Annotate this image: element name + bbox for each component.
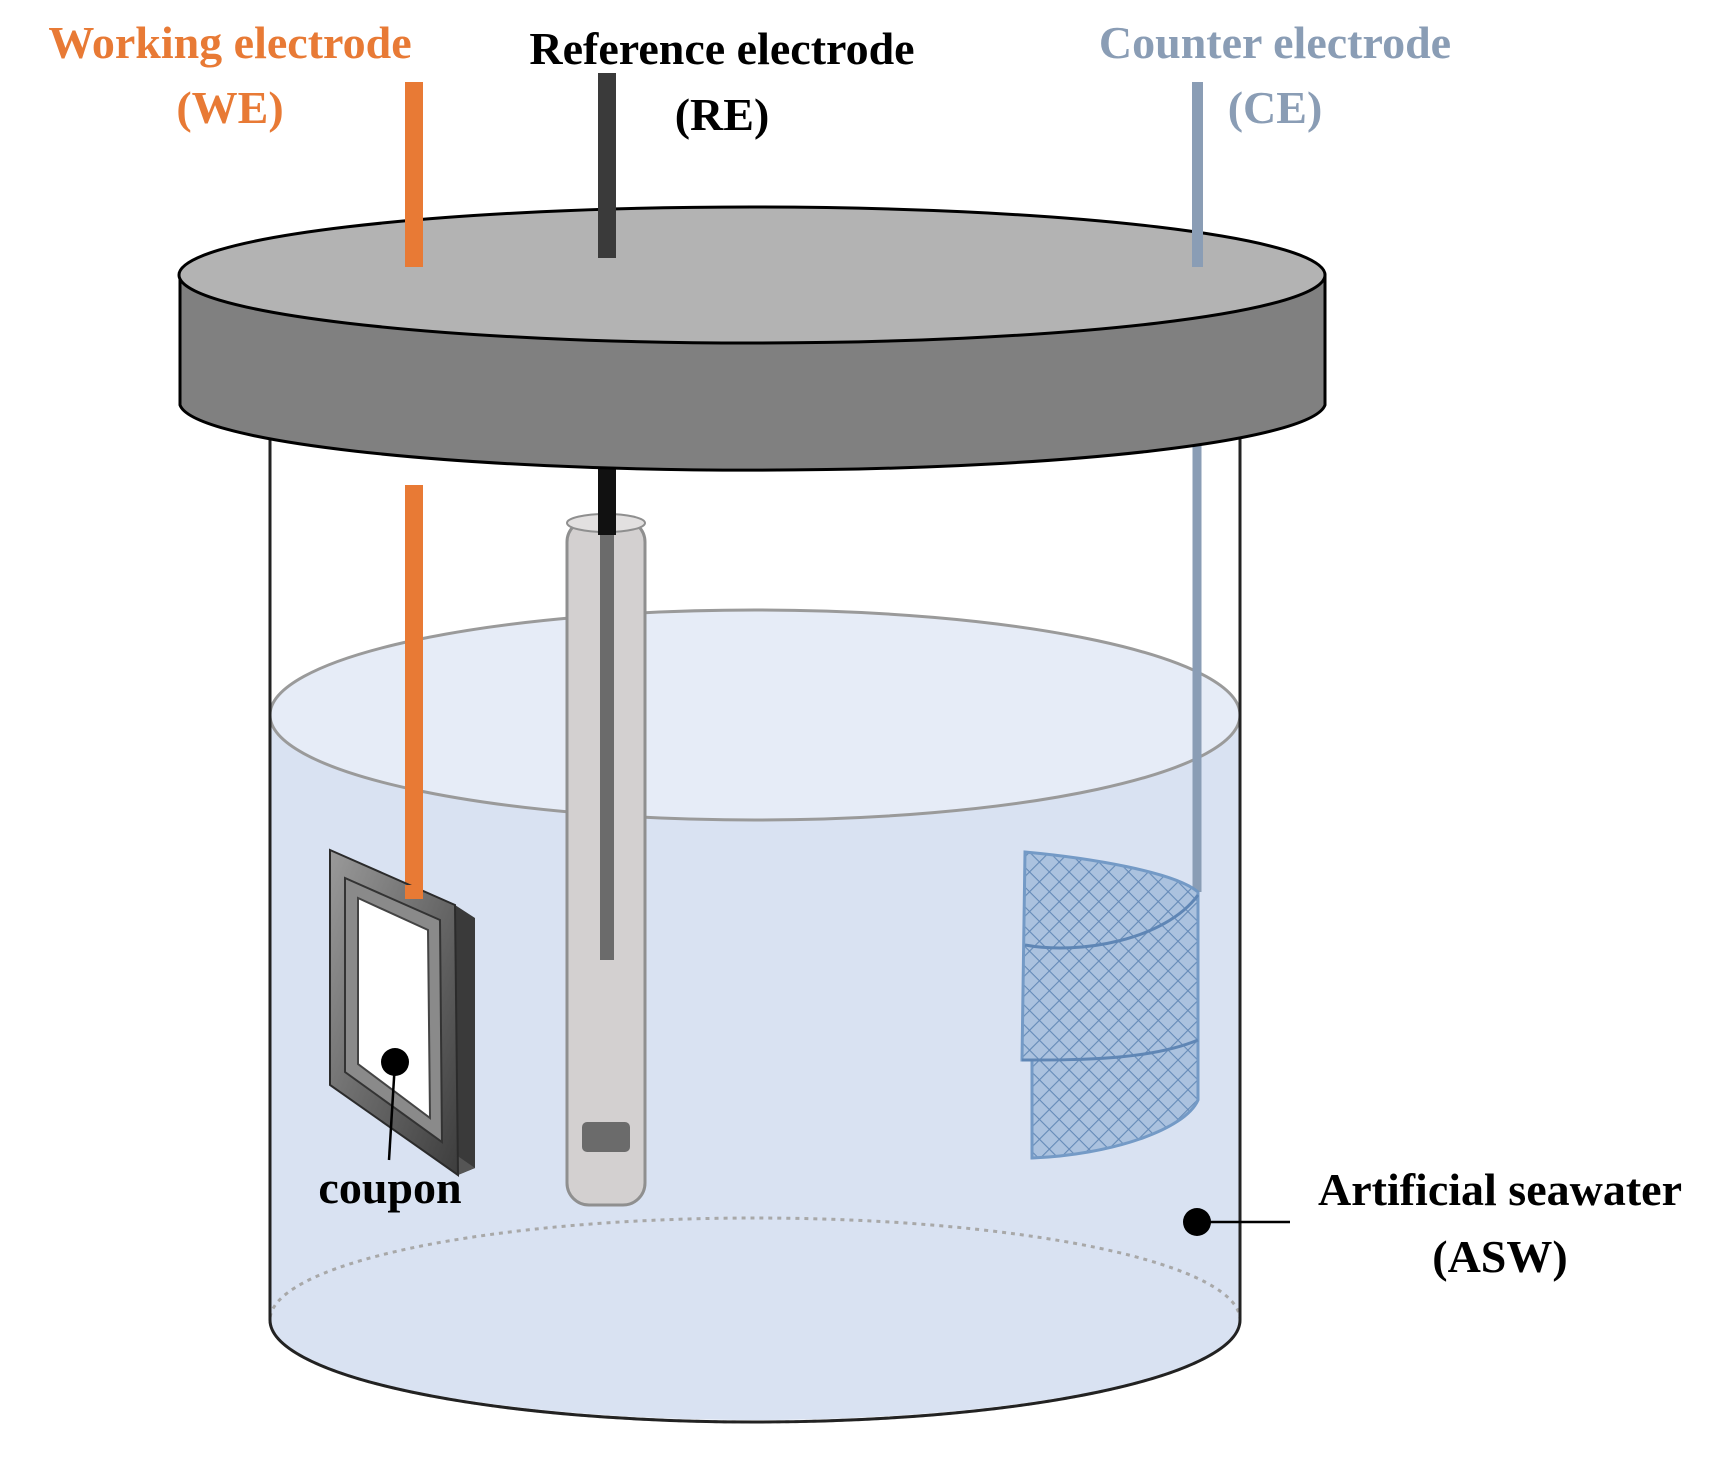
counter-electrode-label: Counter electrode xyxy=(1099,17,1451,68)
counter-electrode-abbr: (CE) xyxy=(1228,82,1323,133)
working-electrode-wire-upper xyxy=(405,82,423,267)
counter-electrode-mesh-fold-2 xyxy=(1021,1038,1199,1062)
lid-top xyxy=(177,205,1327,345)
artificial-seawater-abbr: (ASW) xyxy=(1432,1231,1567,1282)
reference-electrode-label: Reference electrode xyxy=(529,23,914,74)
reference-electrode-wire-upper xyxy=(598,73,616,258)
counter-electrode-wire-upper xyxy=(1192,82,1203,267)
bottom-edge xyxy=(268,1319,1242,1424)
working-electrode-label: Working electrode xyxy=(48,17,411,68)
water-body xyxy=(270,715,1240,1420)
cell-lid xyxy=(177,205,1327,472)
artificial-seawater-label: Artificial seawater xyxy=(1318,1164,1682,1215)
coupon-pointer-line xyxy=(387,1061,397,1161)
coupon-sample-area xyxy=(357,896,432,1121)
reference-electrode-abbr: (RE) xyxy=(675,89,770,140)
counter-electrode-mesh xyxy=(1020,850,1200,1160)
coupon-top-edge xyxy=(405,885,423,899)
working-electrode xyxy=(329,485,475,1177)
working-electrode-abbr: (WE) xyxy=(176,82,283,133)
coupon-label: coupon xyxy=(318,1162,461,1213)
counter-electrode xyxy=(1020,440,1202,1160)
reference-electrode-junction xyxy=(582,1122,630,1152)
reference-electrode-wire-top xyxy=(598,450,616,535)
coupon xyxy=(329,848,475,1177)
coupon-frame-side xyxy=(455,905,475,1175)
reference-electrode-inner-wire xyxy=(600,530,614,960)
counter-electrode-mesh-fold xyxy=(1024,894,1200,950)
reference-electrode xyxy=(565,450,647,1207)
working-electrode-wire-lower xyxy=(405,485,423,895)
beaker xyxy=(268,420,1242,1424)
